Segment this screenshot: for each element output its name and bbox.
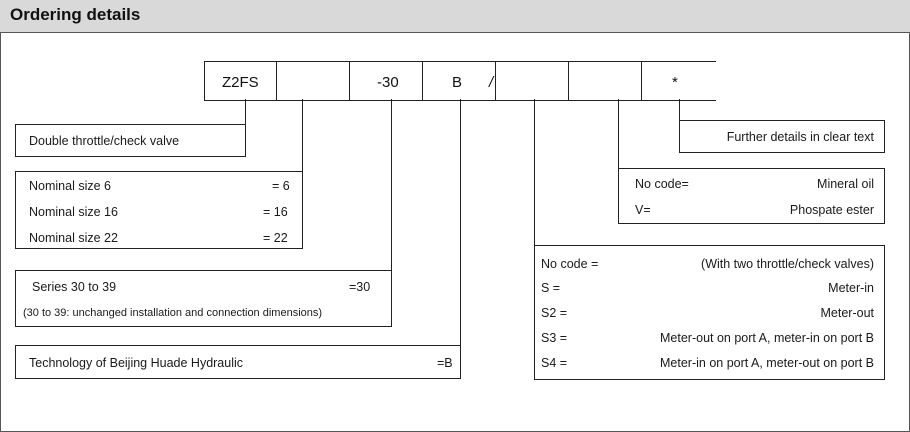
series-box: Series 30 to 39 =30 (30 to 39: unchanged…: [15, 270, 392, 327]
throttle-code: S4 =: [541, 356, 568, 370]
seal-code: V=: [635, 203, 651, 217]
technology-value: =B: [437, 356, 453, 370]
technology-box: Technology of Beijing Huade Hydraulic =B: [15, 345, 461, 379]
series-value: =30: [349, 280, 371, 294]
throttle-desc: (With two throttle/check valves): [701, 257, 874, 271]
code-cell-tech: B /: [422, 62, 495, 100]
throttle-desc: Meter-out: [820, 306, 875, 320]
size-value: = 22: [263, 231, 288, 245]
size-value: = 6: [272, 179, 290, 193]
code-cell-size: [276, 62, 349, 100]
ordering-code-row: Z2FS -30 B / *: [204, 61, 716, 101]
throttle-desc: Meter-out on port A, meter-in on port B: [660, 331, 874, 345]
throttle-code: S3 =: [541, 331, 568, 345]
seal-desc: Mineral oil: [817, 177, 874, 191]
connector-further: [679, 99, 680, 120]
connector-series: [391, 99, 392, 270]
code-cell-series: -30: [349, 62, 422, 100]
valve-type-box: Double throttle/check valve: [15, 124, 246, 157]
connector-tech: [460, 99, 461, 345]
throttle-desc: Meter-in on port A, meter-out on port B: [660, 356, 874, 370]
title-bar: Ordering details: [0, 0, 910, 33]
code-star: *: [672, 74, 678, 91]
seal-code: No code=: [635, 177, 689, 191]
code-cell-seal: [568, 62, 641, 100]
series-note: (30 to 39: unchanged installation and co…: [23, 307, 323, 319]
connector-throttle: [534, 99, 535, 245]
connector-size: [302, 99, 303, 171]
series-label: Series 30 to 39: [32, 280, 117, 294]
throttle-code: No code =: [541, 257, 599, 271]
code-cell-z2fs: Z2FS: [204, 62, 276, 100]
size-label: Nominal size 6: [29, 179, 111, 193]
size-label: Nominal size 22: [29, 231, 118, 245]
code-z2fs: Z2FS: [222, 74, 259, 91]
throttle-desc: Meter-in: [828, 281, 874, 295]
throttle-code: S2 =: [541, 306, 568, 320]
valve-type-text: Double throttle/check valve: [29, 134, 180, 148]
page-title: Ordering details: [10, 5, 141, 24]
seal-material-box: No code= Mineral oil V= Phospate ester: [618, 168, 885, 224]
code-tech: B: [452, 74, 463, 91]
code-cell-further: *: [641, 62, 716, 100]
technology-label: Technology of Beijing Huade Hydraulic: [29, 356, 244, 370]
throttle-code: S =: [541, 281, 561, 295]
further-details-box: Further details in clear text: [679, 120, 885, 153]
size-value: = 16: [263, 205, 288, 219]
throttle-options-box: No code = (With two throttle/check valve…: [534, 245, 885, 380]
connector-seal: [618, 99, 619, 168]
nominal-size-box: Nominal size 6 = 6 Nominal size 16 = 16 …: [15, 171, 303, 249]
further-details-text: Further details in clear text: [726, 130, 874, 144]
seal-desc: Phospate ester: [789, 203, 874, 217]
code-cell-throttle: [495, 62, 568, 100]
code-slash: /: [489, 74, 494, 91]
size-label: Nominal size 16: [29, 205, 118, 219]
connector-valve: [245, 99, 246, 124]
code-series: -30: [377, 74, 399, 91]
